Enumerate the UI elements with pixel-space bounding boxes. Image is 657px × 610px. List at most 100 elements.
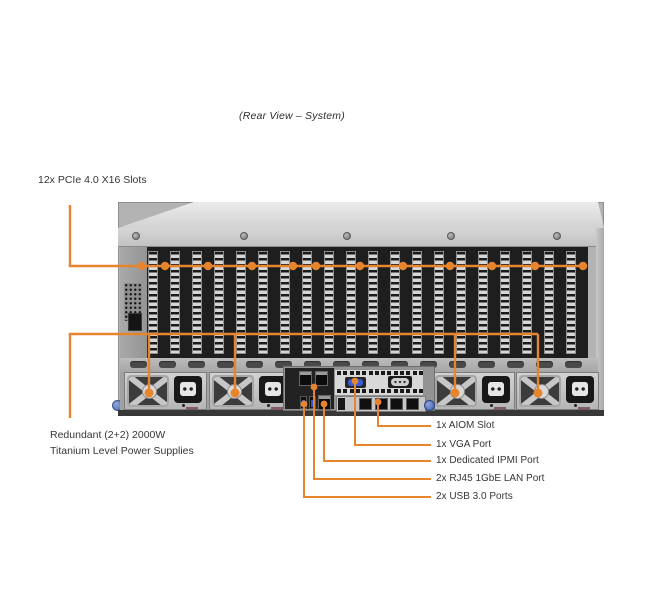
perf-hole xyxy=(362,371,367,375)
inlet-socket xyxy=(180,382,196,396)
fan-hub xyxy=(227,384,242,399)
chassis-lid xyxy=(118,202,604,228)
pcie-bracket xyxy=(456,251,466,354)
psu-label: Redundant (2+2) 2000W Titanium Level Pow… xyxy=(50,428,194,459)
aiom-slot-label: 1x AIOM Slot xyxy=(436,420,495,431)
screw-icon xyxy=(343,232,351,240)
psu-fan-icon xyxy=(435,375,477,407)
perf-hole xyxy=(381,371,386,375)
vga-port-label: 1x VGA Port xyxy=(436,439,492,450)
pcie-bracket xyxy=(214,251,224,354)
psu-label-line1: Redundant (2+2) 2000W xyxy=(50,429,166,441)
psu-fan-icon xyxy=(212,375,254,407)
figure-caption: (Rear View – System) xyxy=(239,110,345,122)
screw-icon xyxy=(553,232,561,240)
aiom-port xyxy=(405,398,419,410)
fan-hub xyxy=(142,384,157,399)
pcie-bracket xyxy=(522,251,532,354)
perf-hole xyxy=(349,389,354,393)
lan-port-label: 2x RJ45 1GbE LAN Port xyxy=(436,473,545,484)
serial-inner xyxy=(391,378,409,386)
perf-hole xyxy=(393,371,398,375)
chassis-right-face xyxy=(596,228,604,410)
perf-hole xyxy=(387,389,392,393)
vent-slot xyxy=(130,361,147,368)
psu-led xyxy=(267,404,270,407)
perf-hole xyxy=(412,389,417,393)
screw-icon xyxy=(132,232,140,240)
power-inlet-icon xyxy=(482,376,510,403)
fan-hub xyxy=(534,384,549,399)
usb-ports-label: 2x USB 3.0 Ports xyxy=(436,491,513,502)
serial-port-icon xyxy=(388,376,412,388)
vent-slot xyxy=(536,361,553,368)
vent-slot xyxy=(565,361,582,368)
pcie-bracket xyxy=(346,251,356,354)
perf-hole xyxy=(418,389,423,393)
screw-icon xyxy=(447,232,455,240)
pcie-bracket xyxy=(192,251,202,354)
perf-hole xyxy=(374,389,379,393)
left-vent-grid xyxy=(124,283,142,321)
perf-hole xyxy=(387,371,392,375)
chassis-front-band xyxy=(118,228,604,247)
inlet-socket xyxy=(488,382,504,396)
pcie-bracket xyxy=(170,251,180,354)
inlet-socket xyxy=(265,382,281,396)
pcie-bracket xyxy=(324,251,334,354)
rj45-lan-port xyxy=(299,371,312,386)
vga-inner xyxy=(348,379,363,386)
perf-hole xyxy=(349,371,354,375)
pcie-bracket xyxy=(280,251,290,354)
perf-hole xyxy=(400,371,404,375)
vent-slot xyxy=(507,361,524,368)
fan-hub xyxy=(450,384,465,399)
psu-led xyxy=(574,404,577,407)
perf-hole xyxy=(337,371,341,375)
thumbscrew-icon xyxy=(424,400,435,411)
pcie-bracket xyxy=(258,251,268,354)
perf-hole xyxy=(412,371,417,375)
perf-hole xyxy=(343,389,348,393)
aiom-port xyxy=(390,398,403,410)
vent-slot xyxy=(159,361,176,368)
perf-hole xyxy=(393,389,398,393)
pcie-bracket xyxy=(544,251,554,354)
pcie-bracket xyxy=(434,251,444,354)
pcie-bracket xyxy=(478,251,488,354)
perf-hole xyxy=(406,371,411,375)
psu-fan-icon xyxy=(519,375,561,407)
pcie-bracket xyxy=(566,251,576,354)
psu-led xyxy=(182,404,185,407)
inlet-socket xyxy=(572,382,588,396)
pcie-bracket xyxy=(302,251,312,354)
pcie-bracket xyxy=(148,251,158,354)
screw-icon xyxy=(240,232,248,240)
pcie-bracket xyxy=(500,251,510,354)
pcie-slots-label: 12x PCIe 4.0 X16 Slots xyxy=(38,174,147,186)
aiom-latch xyxy=(338,398,345,410)
pcie-bracket xyxy=(390,251,400,354)
perf-hole xyxy=(355,371,360,375)
power-inlet-icon xyxy=(566,376,594,403)
left-io-connector xyxy=(128,313,142,331)
usb-tongue xyxy=(302,400,305,407)
pcie-bracket xyxy=(368,251,378,354)
perf-hole xyxy=(400,389,404,393)
perf-hole xyxy=(362,389,367,393)
usb-tongue xyxy=(311,400,314,407)
usb3-port xyxy=(300,396,307,409)
aiom-port xyxy=(374,398,388,410)
perf-hole xyxy=(368,389,373,393)
perf-hole xyxy=(381,389,386,393)
perf-hole xyxy=(343,371,348,375)
vent-slot xyxy=(217,361,234,368)
psu-label-line2: Titanium Level Power Supplies xyxy=(50,444,194,457)
vent-slot xyxy=(246,361,263,368)
vent-slot xyxy=(478,361,495,368)
pcie-bracket xyxy=(236,251,246,354)
vga-port-icon xyxy=(345,377,366,388)
psu-led xyxy=(490,404,493,407)
perf-hole xyxy=(368,371,373,375)
